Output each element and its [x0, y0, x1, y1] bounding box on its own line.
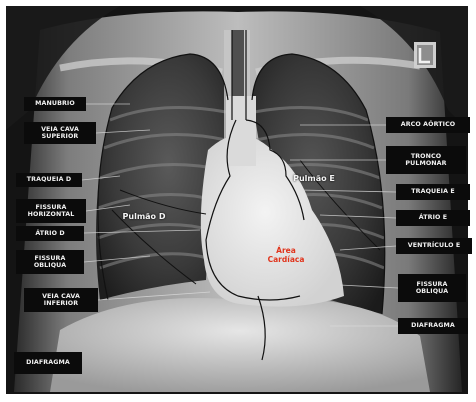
label-ventriculo-e: VENTRÍCULO E: [396, 238, 472, 254]
label-traqueia-d: TRAQUEIA D: [16, 173, 82, 187]
label-tronco-pulmonar: TRONCO PULMONAR: [386, 146, 466, 174]
orientation-marker: [414, 42, 436, 68]
label-veia-cava-inferior: VEIA CAVA INFERIOR: [24, 288, 98, 312]
label-pulmao-d: Pulmão D: [112, 212, 176, 221]
label-area-cardiaca: Área Cardíaca: [256, 246, 316, 264]
label-traqueia-e: TRAQUEIA E: [396, 184, 470, 200]
label-fissura-horizontal: FISSURA HORIZONTAL: [16, 199, 86, 223]
label-atrio-e: ÁTRIO E: [396, 210, 470, 226]
label-fissura-obliqua-e: FISSURA OBLIQUA: [398, 274, 466, 302]
label-manubrio: MANUBRIO: [24, 97, 86, 111]
label-arco-aortico: ARCO AÓRTICO: [386, 117, 470, 133]
label-pulmao-e: Pulmão E: [282, 174, 346, 183]
label-veia-cava-superior: VEIA CAVA SUPERIOR: [24, 122, 96, 144]
label-diafragma-d: DIAFRAGMA: [14, 352, 82, 374]
abdomen-region: [50, 298, 430, 392]
label-diafragma-e: DIAFRAGMA: [398, 318, 468, 334]
label-atrio-d: ÁTRIO D: [16, 226, 84, 241]
label-fissura-obliqua-d: FISSURA OBLIQUA: [16, 250, 84, 274]
